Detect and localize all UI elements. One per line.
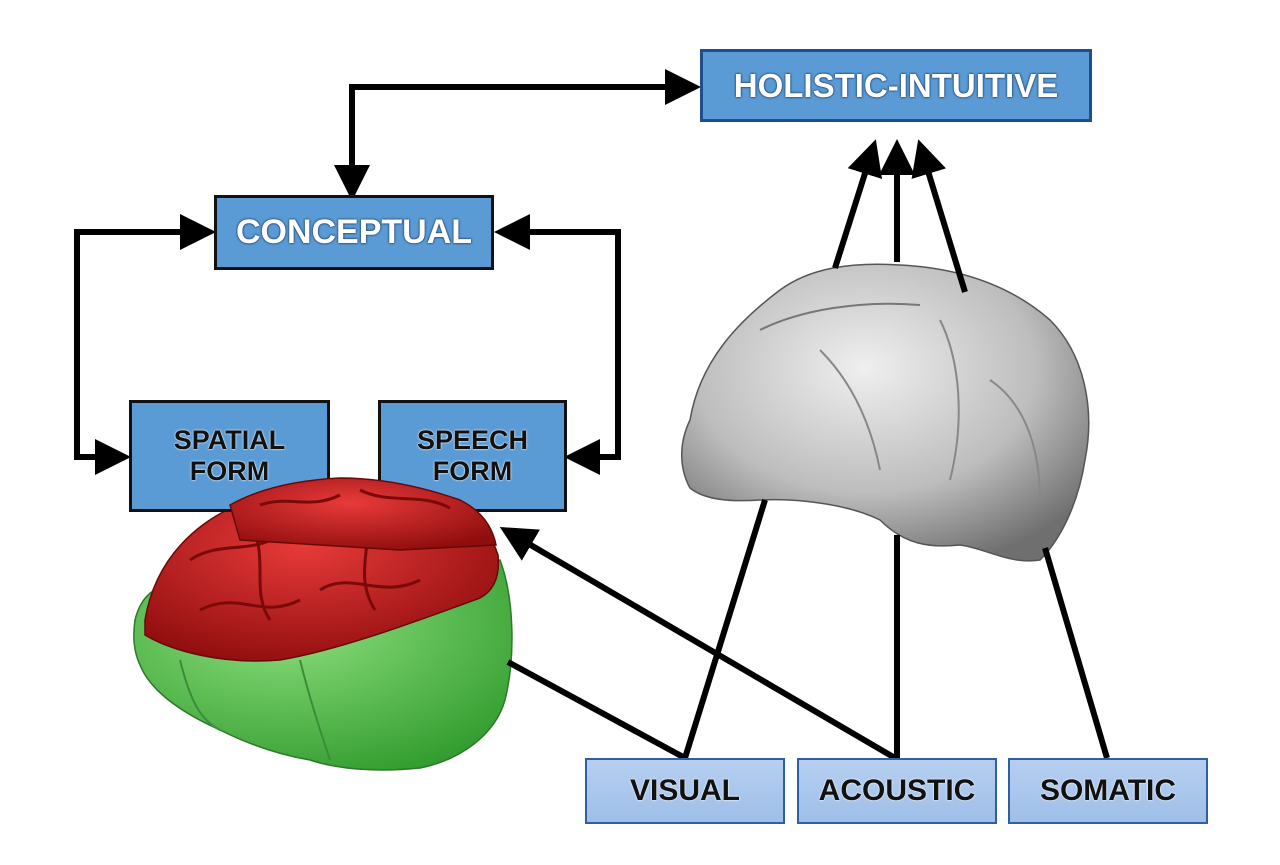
line-visual-to-skull	[682, 499, 768, 759]
speech-form-box: SPEECH FORM	[378, 400, 567, 512]
arrow-acoustic-to-speech	[499, 526, 897, 761]
somatic-box: SOMATIC	[1008, 758, 1208, 824]
acoustic-box: ACOUSTIC	[797, 758, 997, 824]
holistic-intuitive-label: HOLISTIC-INTUITIVE	[733, 66, 1059, 104]
visual-box: VISUAL	[585, 758, 785, 824]
somatic-label: SOMATIC	[1039, 773, 1177, 807]
spatial-form-label-line2: FORM	[189, 456, 270, 486]
arrows	[74, 69, 1110, 761]
arrow-loop-to-speech	[564, 229, 621, 475]
conceptual-box: CONCEPTUAL	[214, 195, 494, 270]
holistic-intuitive-box: HOLISTIC-INTUITIVE	[700, 49, 1092, 122]
spatial-form-label-line1: SPATIAL	[173, 424, 286, 455]
speech-form-label-line1: SPEECH	[416, 424, 529, 455]
visual-label: VISUAL	[629, 773, 740, 807]
arrow-skull-left-to-holistic	[832, 139, 883, 269]
acoustic-label: ACOUSTIC	[818, 773, 976, 807]
conceptual-label: CONCEPTUAL	[235, 212, 473, 251]
skull-illustration	[681, 263, 1090, 562]
arrow-loop-to-spatial	[74, 229, 131, 475]
line-visual-to-brain	[506, 659, 687, 761]
line-somatic-to-skull	[1042, 547, 1110, 759]
brain-illustration	[133, 481, 513, 771]
speech-form-label-line2: FORM	[432, 456, 513, 486]
spatial-form-box: SPATIAL FORM	[129, 400, 330, 512]
arrow-skull-right-to-holistic	[911, 139, 968, 293]
